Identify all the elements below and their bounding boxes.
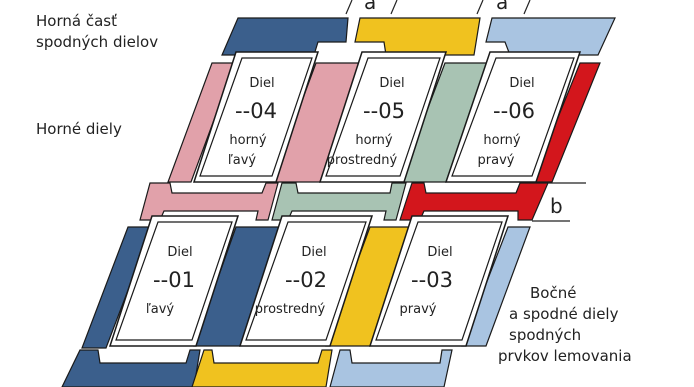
panel-06-code: --06	[493, 99, 535, 123]
connector-sage	[271, 182, 407, 221]
panel-05-code: --05	[363, 99, 405, 123]
panel-01-word: Diel	[167, 245, 192, 260]
lower-side-dark-blue-left	[81, 226, 153, 349]
dim-a-label-1: a	[364, 0, 376, 14]
panel-02-code: --02	[285, 268, 327, 292]
panel-03-word: Diel	[427, 245, 452, 260]
label-top-part-line2: spodných dielov	[36, 33, 159, 51]
label-top-part-line1: Horná časť	[36, 12, 117, 30]
panel-03-desc1: pravý	[400, 302, 437, 317]
top-strip-light-blue	[485, 17, 616, 56]
label-side-bottom-line1: Bočné	[530, 284, 577, 302]
label-side-bottom-line4: prvkov lemovania	[498, 347, 632, 365]
connector-red	[399, 182, 549, 221]
dim-a-tick-4	[523, 0, 531, 15]
top-strip-yellow	[354, 17, 481, 56]
label-side-bottom: Bočné a spodné diely spodných prvkov lem…	[498, 283, 688, 367]
panel-02: Diel --02 prostredný	[238, 215, 374, 347]
panel-06: Diel --06 horný pravý	[444, 51, 582, 183]
panel-02-word: Diel	[301, 245, 326, 260]
bottom-strip-yellow	[191, 349, 333, 387]
dim-b-label: b	[550, 194, 563, 218]
panel-05-word: Diel	[379, 76, 404, 91]
label-top-part: Horná časť spodných dielov	[36, 11, 158, 53]
panel-05: Diel --05 horný prostredný	[318, 51, 448, 183]
label-side-bottom-line3: spodných	[509, 326, 582, 344]
panel-04-code: --04	[235, 99, 277, 123]
panel-04-desc2: ľavý	[228, 153, 257, 168]
panel-01-desc1: ľavý	[146, 302, 175, 317]
panel-04-word: Diel	[249, 76, 274, 91]
panel-06-desc1: horný	[483, 133, 521, 148]
bottom-strip-light-blue	[329, 349, 453, 387]
panel-03-code: --03	[411, 268, 453, 292]
panel-04: Diel --04 horný ľavý	[192, 51, 320, 183]
connector-pink	[139, 182, 279, 221]
upper-side-pink-left	[167, 62, 236, 183]
panel-01-code: --01	[153, 268, 195, 292]
panel-06-desc2: pravý	[478, 153, 515, 168]
panel-06-word: Diel	[509, 76, 534, 91]
dim-a-tick-1	[345, 0, 353, 15]
top-strip-dark-blue	[221, 17, 349, 56]
panel-05-desc1: horný	[355, 133, 393, 148]
label-upper-parts-text: Horné diely	[36, 120, 122, 138]
panel-04-desc1: horný	[229, 133, 267, 148]
dim-a-label-2: a	[496, 0, 508, 14]
panel-01: Diel --01 ľavý	[108, 215, 240, 347]
dim-a-tick-3	[476, 0, 484, 15]
bottom-strip-dark-blue	[61, 349, 201, 387]
panel-05-desc2: prostredný	[327, 153, 398, 168]
dim-a-tick-2	[390, 0, 398, 15]
label-upper-parts: Horné diely	[36, 119, 122, 140]
label-side-bottom-line2: a spodné diely	[509, 305, 619, 323]
panel-02-desc1: prostredný	[255, 302, 326, 317]
panel-03: Diel --03 pravý	[368, 215, 510, 347]
